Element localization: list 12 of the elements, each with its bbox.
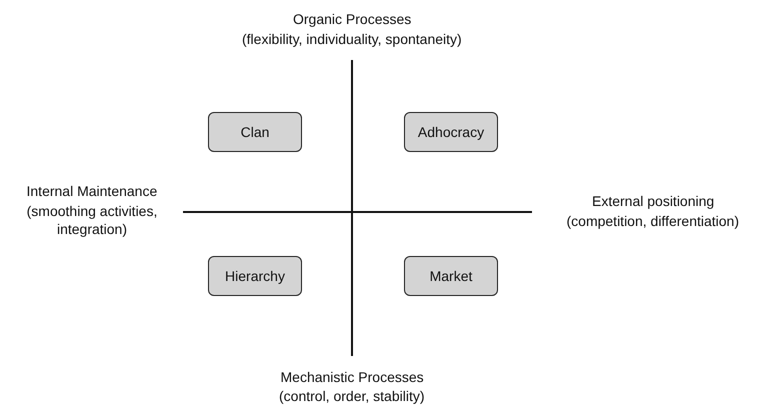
axis-label: (control, order, stability) xyxy=(279,387,424,405)
culture-type-box: Clan xyxy=(208,112,302,152)
culture-type-box: Hierarchy xyxy=(208,256,302,296)
axis-label: (flexibility, individuality, spontaneity) xyxy=(242,30,462,48)
axis-label: Organic Processes xyxy=(293,10,412,28)
axis-label: External positioning xyxy=(592,192,714,210)
axis-label: (smoothing activities, integration) xyxy=(26,202,158,238)
axis-label: Mechanistic Processes xyxy=(280,368,424,386)
culture-type-box: Adhocracy xyxy=(404,112,498,152)
culture-type-box: Market xyxy=(404,256,498,296)
axis-label: (competition, differentiation) xyxy=(566,212,739,230)
axis-label: Internal Maintenance xyxy=(26,182,158,200)
